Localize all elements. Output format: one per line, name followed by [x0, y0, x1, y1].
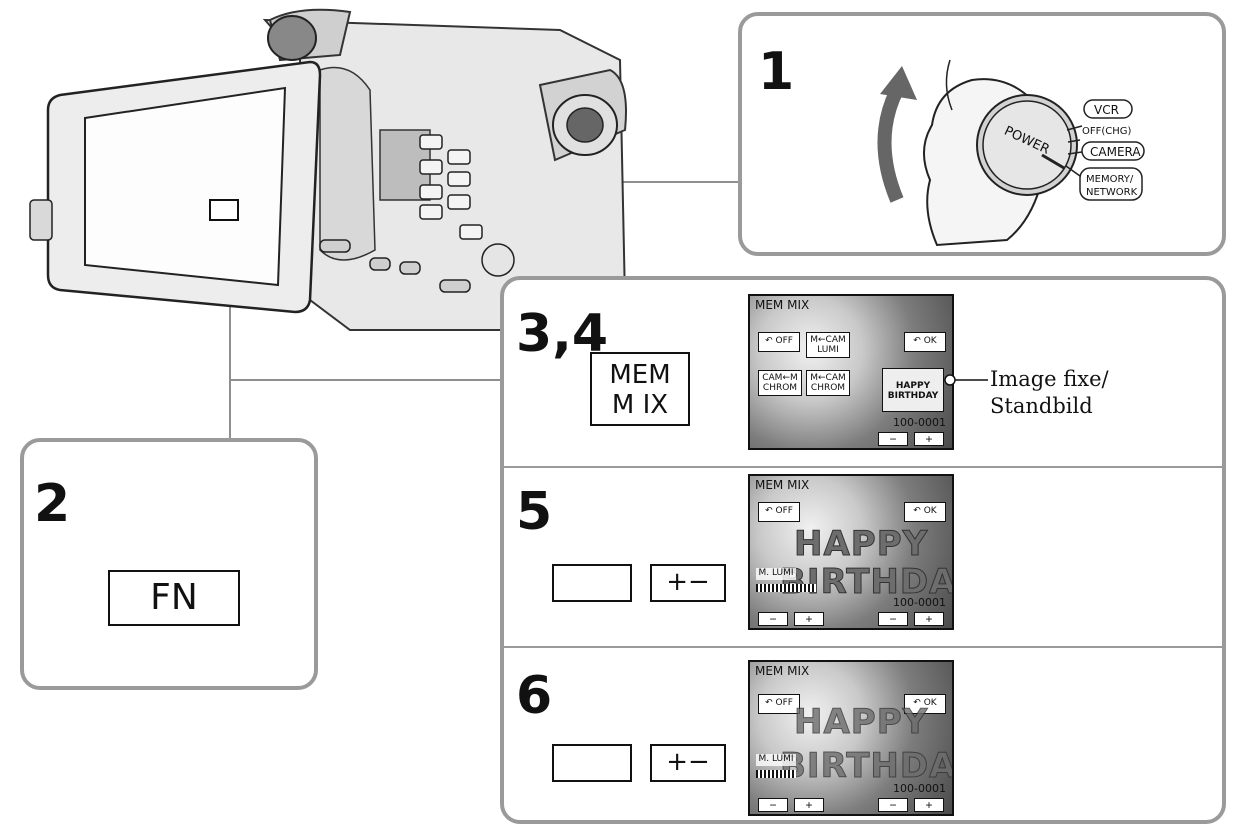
- mix-result-screen: MEM MIX ↶ OFF ↶ OK HAPPY BIRTHDAY M. LUM…: [748, 660, 954, 816]
- mem-mix-line2: M IX: [611, 390, 669, 420]
- cam-chrom-mode-button[interactable]: CAM←M CHROM: [758, 370, 802, 396]
- minus-button[interactable]: −: [878, 612, 908, 626]
- level-bar: [756, 584, 816, 592]
- mix-adjust-screen: MEM MIX ↶ OFF ↶ OK HAPPY BIRTHDAY M. LUM…: [748, 474, 954, 630]
- step-1-panel: 1 POWER VCR OFF(CHG) CAMERA MEMORY/ NETW…: [738, 12, 1226, 256]
- step-number: 3,4: [516, 304, 609, 364]
- level-plus-button[interactable]: +: [794, 798, 824, 812]
- step-number: 5: [516, 482, 553, 542]
- level-plus-button[interactable]: +: [794, 612, 824, 626]
- plus-button[interactable]: +: [914, 612, 944, 626]
- mode-camera: CAMERA: [1090, 145, 1141, 159]
- ok-button[interactable]: ↶ OK: [904, 332, 946, 352]
- mode-memory: MEMORY/: [1086, 174, 1134, 185]
- ok-button[interactable]: ↶ OK: [904, 502, 946, 522]
- fn-button[interactable]: FN: [108, 570, 240, 626]
- minus-button[interactable]: −: [878, 798, 908, 812]
- step-number: 6: [516, 666, 553, 726]
- mem-mix-line1: MEM: [609, 360, 671, 390]
- mem-mix-button[interactable]: MEM M IX: [590, 352, 690, 426]
- level-minus-button[interactable]: −: [758, 612, 788, 626]
- steps-3-6-panel: 3,4 MEM M IX MEM MIX ↶ OFF M←CAM LUMI ↶ …: [500, 276, 1226, 824]
- off-button[interactable]: ↶ OFF: [758, 502, 800, 522]
- plus-button[interactable]: +: [914, 432, 944, 446]
- svg-text:NETWORK: NETWORK: [1086, 187, 1138, 198]
- overlay-text-line-1: HAPPY: [793, 702, 929, 743]
- level-label: M. LUMI: [756, 754, 796, 766]
- overlay-text-line-1: HAPPY: [793, 524, 929, 565]
- blank-button[interactable]: [552, 744, 632, 782]
- screen-title: MEM MIX: [755, 478, 810, 492]
- caption-line-1: Image fixe/: [990, 367, 1109, 391]
- still-image-caption: Image fixe/ Standbild: [990, 366, 1109, 420]
- mode-off: OFF(CHG): [1082, 126, 1132, 137]
- off-button[interactable]: ↶ OFF: [758, 694, 800, 714]
- plus-button[interactable]: +: [914, 798, 944, 812]
- screen-title: MEM MIX: [755, 298, 810, 312]
- camcorder-illustration: [29, 8, 627, 331]
- minus-button[interactable]: −: [878, 432, 908, 446]
- level-minus-button[interactable]: −: [758, 798, 788, 812]
- overlay-text-line-2: BIRTHDAY: [780, 562, 954, 603]
- screen-title: MEM MIX: [755, 664, 810, 678]
- level-label: M. LUMI: [756, 568, 796, 580]
- mem-chrom-mode-button[interactable]: M←CAM CHROM: [806, 370, 850, 396]
- step-number: 1: [758, 42, 795, 102]
- image-counter: 100-0001: [893, 416, 946, 429]
- level-bar: [756, 770, 796, 778]
- still-image-thumbnail: HAPPY BIRTHDAY: [882, 368, 944, 412]
- lumi-mode-button[interactable]: M←CAM LUMI: [806, 332, 850, 358]
- divider: [504, 646, 1226, 648]
- divider: [504, 466, 1226, 468]
- overlay-text-line-2: BIRTHDAY: [780, 746, 954, 787]
- adjust-button[interactable]: +−: [650, 744, 726, 782]
- rotate-arrow-icon: [877, 86, 904, 203]
- step-2-panel: 2 FN: [20, 438, 318, 690]
- power-switch-illustration: POWER VCR OFF(CHG) CAMERA MEMORY/ NETWOR…: [877, 59, 1145, 247]
- callout-line: [944, 374, 988, 386]
- mem-mix-screen: MEM MIX ↶ OFF M←CAM LUMI ↶ OK CAM←M CHRO…: [748, 294, 954, 450]
- blank-button[interactable]: [552, 564, 632, 602]
- image-counter: 100-0001: [893, 782, 946, 795]
- off-button[interactable]: ↶ OFF: [758, 332, 800, 352]
- ok-button[interactable]: ↶ OK: [904, 694, 946, 714]
- caption-line-2: Standbild: [990, 394, 1093, 418]
- adjust-button[interactable]: +−: [650, 564, 726, 602]
- mode-vcr: VCR: [1094, 103, 1119, 117]
- image-counter: 100-0001: [893, 596, 946, 609]
- step-number: 2: [34, 474, 71, 534]
